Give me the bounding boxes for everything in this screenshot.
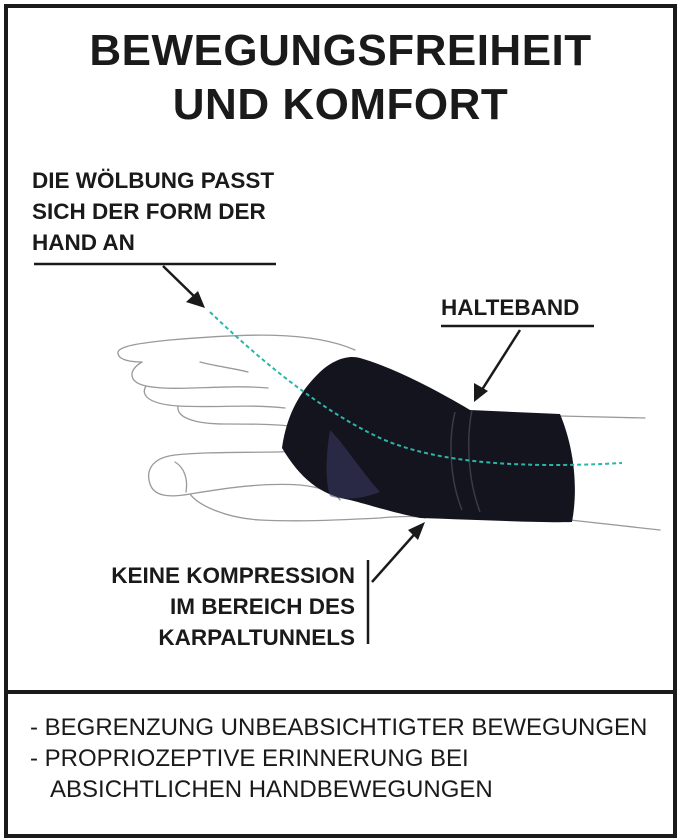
carpal-callout-line: KEINE KOMPRESSION	[111, 563, 355, 588]
wrist-brace-illustration	[34, 262, 661, 644]
hand-outline-icon	[117, 334, 661, 531]
benefit-item: - PROPRIOZEPTIVE ERINNERUNG BEI	[30, 745, 469, 772]
curve-callout-line: DIE WÖLBUNG PASST	[32, 168, 275, 193]
arrow-icon	[371, 522, 425, 583]
brace-icon	[282, 356, 575, 523]
curve-callout: DIE WÖLBUNG PASST SICH DER FORM DER HAND…	[32, 165, 332, 258]
arrow-icon	[162, 265, 205, 308]
carpal-callout-line: IM BEREICH DES	[169, 594, 355, 619]
curvature-line	[209, 311, 623, 466]
curve-callout-line: HAND AN	[32, 230, 135, 255]
carpal-callout: KEINE KOMPRESSION IM BEREICH DES KARPALT…	[111, 560, 355, 653]
arrow-icon	[474, 329, 522, 402]
title-line-2: UND KOMFORT	[172, 80, 509, 129]
strap-callout: HALTEBAND	[441, 295, 580, 320]
benefit-list: - BEGRENZUNG UNBEABSICHTIGTER BEWEGUNGEN…	[30, 712, 647, 805]
curve-callout-line: SICH DER FORM DER	[32, 199, 266, 224]
benefit-item-continuation: ABSICHTLICHEN HANDBEWEGUNGEN	[50, 776, 493, 803]
carpal-callout-line: KARPALTUNNELS	[158, 625, 355, 650]
section-divider	[4, 690, 677, 694]
benefit-item: - BEGRENZUNG UNBEABSICHTIGTER BEWEGUNGEN	[30, 714, 648, 741]
outer-frame	[4, 4, 677, 838]
title-line-1: BEWEGUNGSFREIHEIT	[89, 26, 592, 75]
